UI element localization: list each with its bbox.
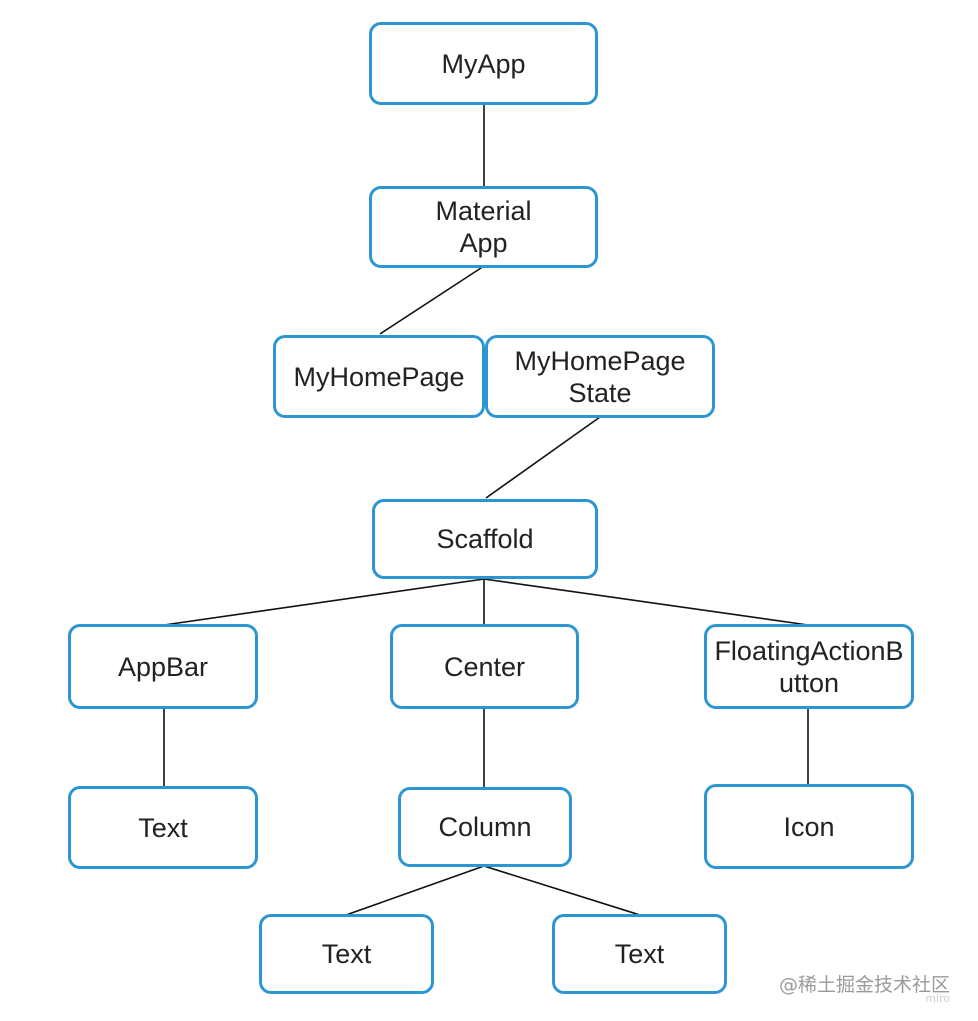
node-scaffold-label: Scaffold	[436, 524, 534, 554]
node-floating-action-button-label: FloatingActionB utton	[714, 635, 904, 698]
node-material-app-label: Material App	[435, 196, 532, 258]
node-icon-label: Icon	[783, 811, 835, 842]
watermark-text: @稀土掘金技术社区	[778, 974, 950, 996]
node-icon: Icon	[704, 784, 914, 869]
node-column-text-right-label: Text	[614, 939, 665, 969]
node-appbar-text: Text	[68, 786, 258, 869]
node-my-home-page-state-label: MyHomePage State	[514, 345, 686, 408]
node-my-home-page-label: MyHomePage	[293, 361, 465, 392]
node-appbar: AppBar	[68, 624, 258, 709]
edge-materialapp-myhomepage	[379, 265, 485, 335]
node-column: Column	[398, 787, 572, 867]
node-column-text-left: Text	[259, 914, 434, 994]
node-appbar-label: AppBar	[117, 651, 209, 682]
node-appbar-text-label: Text	[138, 812, 188, 843]
edge-scaffold-fab	[483, 578, 809, 626]
node-myapp: MyApp	[369, 22, 598, 105]
node-column-text-right: Text	[552, 914, 727, 994]
node-column-text-left-label: Text	[321, 939, 372, 969]
miro-logo: miro	[925, 992, 950, 1005]
node-my-home-page: MyHomePage	[273, 335, 485, 418]
edge-scaffold-appbar	[163, 578, 485, 626]
edge-column-text-right	[483, 865, 641, 916]
node-center: Center	[390, 624, 579, 709]
node-column-label: Column	[438, 812, 532, 842]
node-material-app: Material App	[369, 186, 598, 268]
node-myapp-label: MyApp	[441, 48, 526, 79]
node-my-home-page-state: MyHomePage State	[485, 335, 715, 418]
node-floating-action-button: FloatingActionB utton	[704, 624, 914, 709]
edge-column-text-left	[345, 865, 485, 916]
node-scaffold: Scaffold	[372, 499, 598, 579]
node-center-label: Center	[443, 651, 526, 682]
edge-myhomepagestate-scaffold	[485, 416, 601, 499]
